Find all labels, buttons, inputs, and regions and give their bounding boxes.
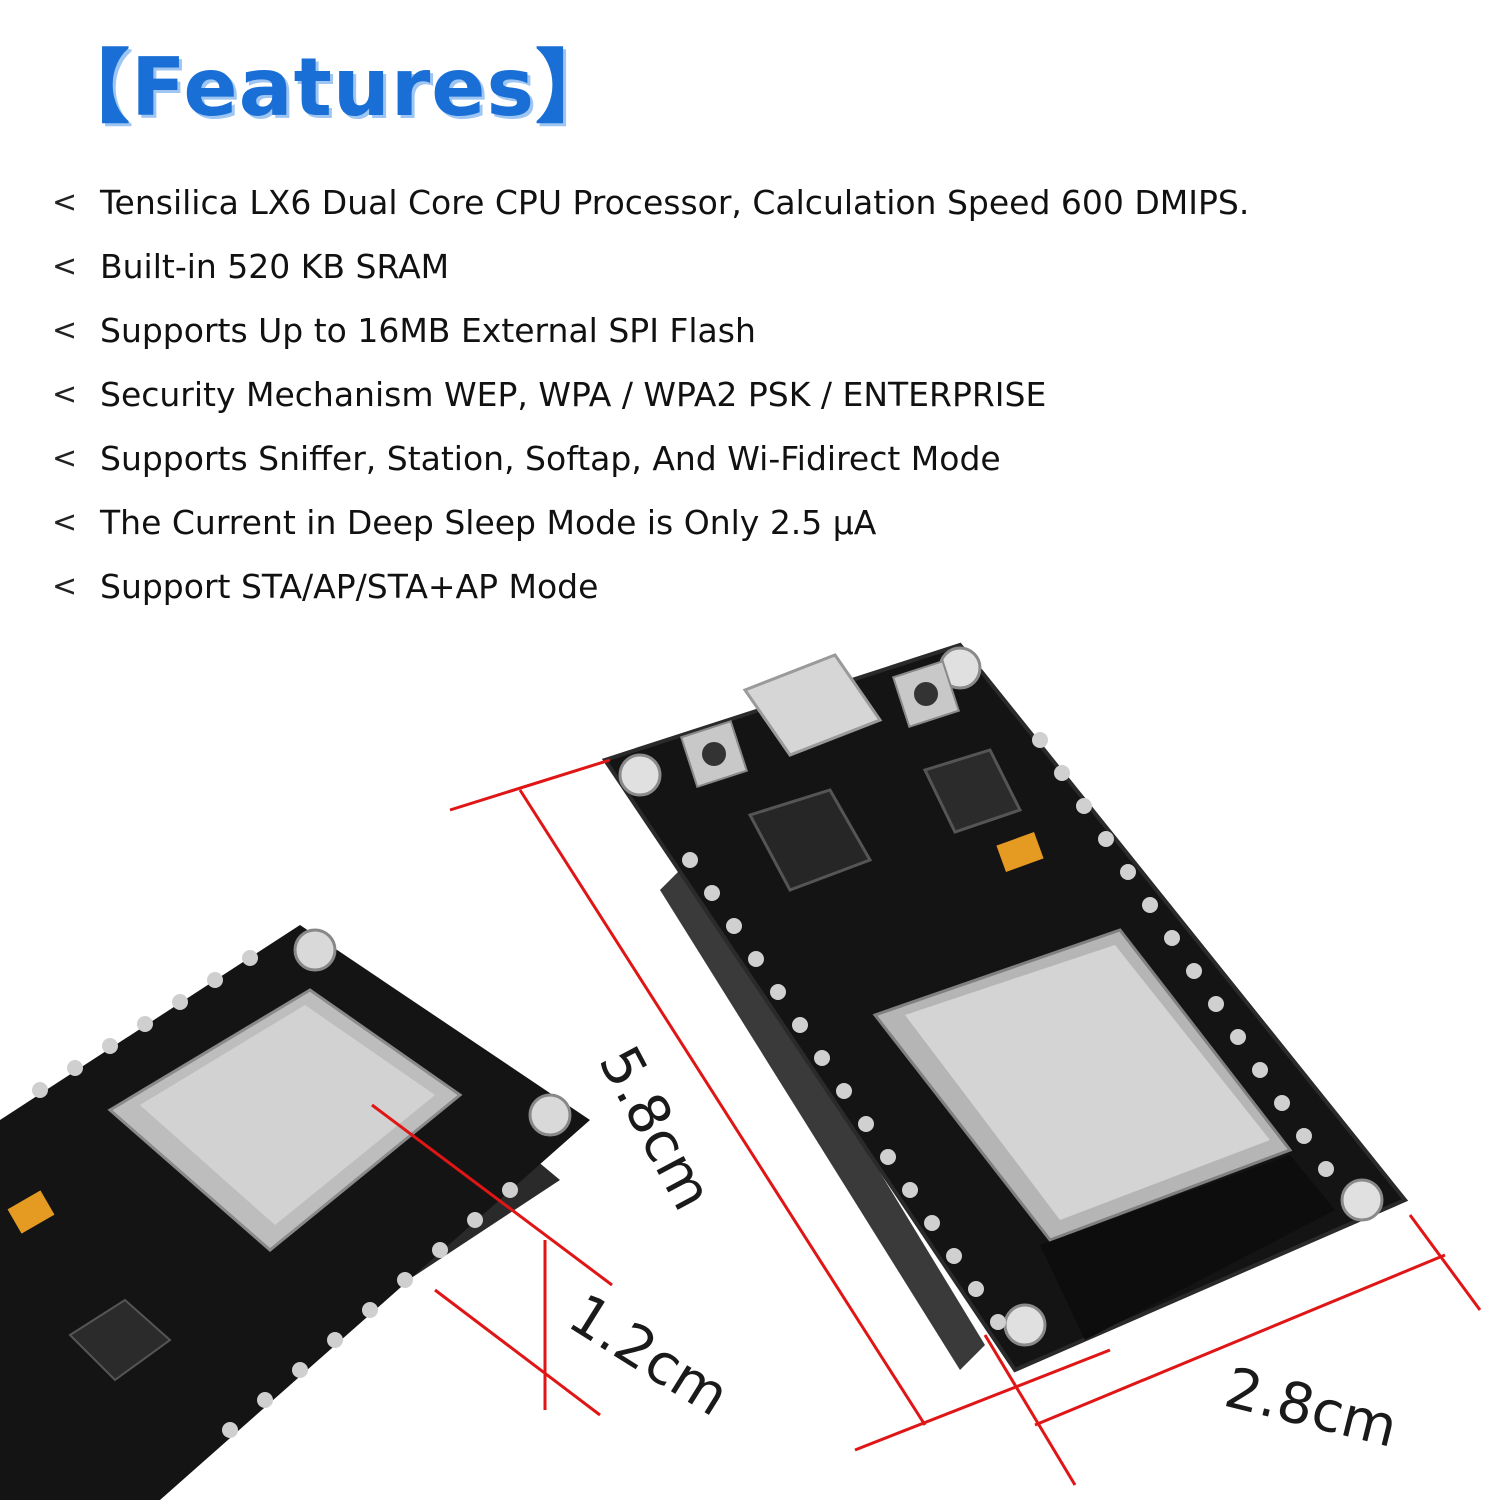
left-usb-chip [68,1298,172,1382]
feature-item: < Supports Up to 16MB External SPI Flash [52,298,1249,362]
height-extension-bottom [434,1288,601,1417]
feature-text: Tensilica LX6 Dual Core CPU Processor, C… [100,182,1250,222]
bullet-icon: < [52,376,78,412]
dimension-lines [371,758,1482,1486]
boot-button-cap [702,742,726,766]
left-pin-row [32,950,518,1438]
height-extension-top [371,1103,613,1287]
capacitor [996,832,1044,872]
left-wifi-shield [140,1005,435,1225]
length-dimension-line [518,789,927,1426]
feature-item: < Built-in 520 KB SRAM [52,234,1249,298]
usb-uart-chip [747,788,873,892]
right-board [601,642,1409,1373]
antenna-area [1040,1155,1335,1340]
left-mount-hole [528,1093,572,1137]
bullet-icon: < [52,504,78,540]
feature-text: Support STA/AP/STA+AP Mode [100,566,599,606]
feature-text: The Current in Deep Sleep Mode is Only 2… [100,502,877,542]
right-board-pins [660,860,985,1370]
width-extension-left [983,1334,1077,1486]
page-title: 【Features】 [50,41,617,134]
feature-item: < Security Mechanism WEP, WPA / WPA2 PSK… [52,362,1249,426]
length-extension-bottom [854,1348,1111,1452]
feature-text: Supports Sniffer, Station, Softap, And W… [100,438,1001,478]
voltage-regulator [922,748,1023,834]
bullet-icon: < [52,568,78,604]
feature-item: < The Current in Deep Sleep Mode is Only… [52,490,1249,554]
feature-text: Built-in 520 KB SRAM [100,246,450,286]
wifi-module-shield [905,945,1270,1220]
length-label: 5.8cm [586,1036,725,1221]
bullet-icon: < [52,440,78,476]
feature-text: Supports Up to 16MB External SPI Flash [100,310,756,350]
feature-item: < Supports Sniffer, Station, Softap, And… [52,426,1249,490]
length-extension-top [449,758,611,812]
left-capacitor [7,1190,55,1234]
bullet-icon: < [52,312,78,348]
right-mount-hole [1003,1303,1047,1347]
usb-connector [742,653,883,757]
height-label: 1.2cm [558,1282,740,1430]
right-mount-hole [1340,1178,1384,1222]
feature-item: < Support STA/AP/STA+AP Mode [52,554,1249,618]
right-pin-row-right [1032,732,1334,1177]
left-mount-hole [293,928,337,972]
feature-text: Security Mechanism WEP, WPA / WPA2 PSK /… [100,374,1047,414]
feature-item: < Tensilica LX6 Dual Core CPU Processor,… [52,170,1249,234]
bullet-icon: < [52,248,78,284]
width-dimension-line [1034,1253,1446,1427]
width-label: 2.8cm [1219,1356,1404,1461]
board-illustration: 5.8cm 1.2cm 2.8cm [0,642,1482,1500]
left-board [0,925,590,1500]
bullet-icon: < [52,184,78,220]
reset-button-cap [914,682,938,706]
right-pin-row-left [682,852,1006,1330]
features-list: < Tensilica LX6 Dual Core CPU Processor,… [52,170,1249,618]
width-extension-right [1408,1214,1482,1311]
right-mount-hole [618,753,662,797]
